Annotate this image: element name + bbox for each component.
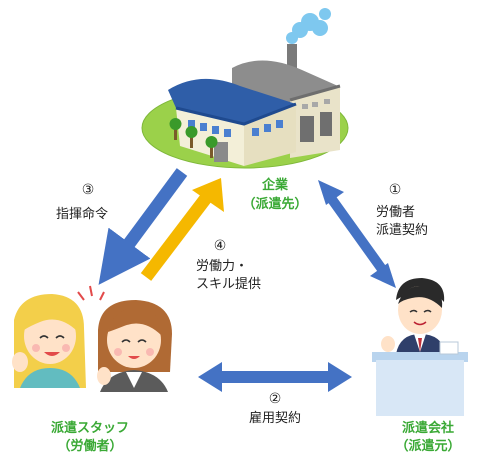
employment-contract-number: ② — [269, 391, 282, 407]
agency-sub: （派遣元） — [395, 439, 461, 454]
arrow-employment-contract-head-right — [328, 362, 352, 392]
dispatch-contract-line2: 派遣契約 — [376, 223, 429, 238]
dispatch-contract-line1: 労働者 — [376, 205, 416, 220]
company-sub: （派遣先） — [242, 197, 308, 212]
arrow-labor-supply — [140, 194, 212, 281]
employment-contract-label: 雇用契約 — [248, 411, 301, 426]
arrow-command — [98, 168, 188, 285]
agency-illustration — [372, 278, 468, 416]
arrow-dispatch-contract-head-top — [318, 180, 344, 205]
labor-supply-number: ④ — [214, 238, 227, 254]
command-label: 指揮命令 — [56, 207, 109, 222]
labor-supply-line1: 労働力・ — [196, 259, 249, 274]
command-number: ③ — [82, 182, 95, 198]
company-name: 企業 — [261, 178, 288, 193]
arrow-labor-supply-head — [192, 178, 224, 212]
dispatch-contract-number: ① — [389, 182, 402, 198]
labor-supply-line2: スキル提供 — [196, 277, 262, 292]
staff-illustration — [12, 285, 172, 392]
arrow-dispatch-contract-head-bottom — [370, 263, 396, 288]
agency-name: 派遣会社 — [401, 421, 454, 436]
arrows — [98, 168, 396, 392]
staff-sub: （労働者） — [57, 439, 123, 454]
arrow-dispatch-contract — [326, 195, 389, 275]
staff-name: 派遣スタッフ — [50, 421, 129, 436]
factory-illustration — [141, 8, 349, 169]
arrow-employment-contract-head-left — [198, 362, 222, 392]
